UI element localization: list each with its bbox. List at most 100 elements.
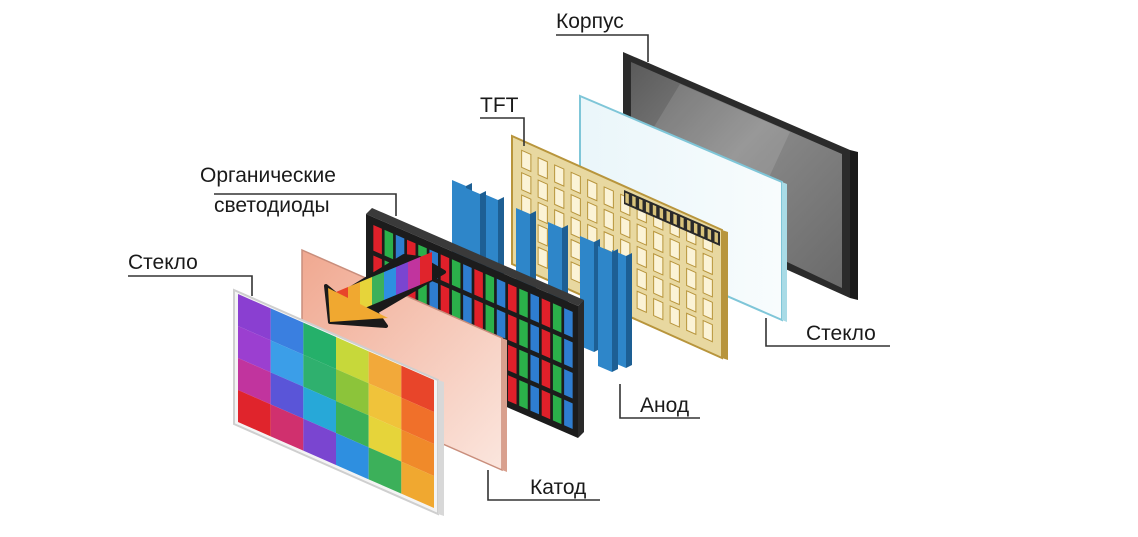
- front-color-grid: [238, 294, 434, 508]
- tft-driver-pin: [673, 213, 677, 225]
- tft-cell: [636, 290, 647, 314]
- oled-subpixel: [496, 278, 506, 309]
- label-glass-back: Стекло: [806, 322, 876, 345]
- oled-box-side: [578, 300, 584, 438]
- oled-subpixel: [519, 349, 528, 379]
- tft-cell: [537, 179, 548, 202]
- arrow-segment: [396, 262, 408, 295]
- tft-cell: [669, 237, 680, 261]
- oled-subpixel: [429, 279, 438, 310]
- front-pixel: [303, 322, 336, 369]
- oled-subpixel: [552, 364, 562, 394]
- tft-cell: [554, 164, 565, 187]
- front-pixel: [368, 351, 402, 398]
- tft-driver-pin: [687, 219, 691, 231]
- front-pixel: [368, 415, 402, 462]
- tft-cell: [587, 201, 598, 224]
- tft-cell: [620, 215, 631, 239]
- label-korpus: Корпус: [556, 10, 624, 33]
- front-pixel: [238, 294, 271, 341]
- oled-subpixel: [530, 293, 539, 323]
- front-pixel: [336, 401, 369, 448]
- label-cathode: Катод: [530, 476, 586, 499]
- tft-cell: [587, 178, 598, 202]
- tft-cell: [537, 224, 548, 247]
- arrow-segment: [384, 267, 396, 300]
- oled-subpixel: [508, 314, 517, 344]
- oled-subpixel: [519, 319, 528, 349]
- label-anode: Анод: [640, 394, 689, 417]
- tft-board-edge: [722, 230, 728, 360]
- tft-cell: [702, 319, 713, 343]
- tft-driver-pin: [659, 207, 664, 219]
- front-pixel: [401, 461, 434, 508]
- tft-cell: [570, 193, 581, 217]
- front-pixel: [270, 372, 304, 419]
- oled-subpixel: [552, 333, 562, 364]
- tft-driver-pin: [632, 195, 636, 207]
- oled-box-top: [366, 208, 584, 306]
- tft-cell: [669, 282, 680, 306]
- anode-strip: [598, 246, 612, 372]
- oled-subpixel: [451, 259, 461, 289]
- front-pixel: [401, 397, 434, 444]
- oled-subpixel: [564, 399, 573, 429]
- arrow-segment: [372, 272, 384, 305]
- tft-cell: [669, 260, 680, 284]
- oled-subpixel: [552, 394, 562, 425]
- oled-subpixel: [564, 338, 573, 368]
- label-oled-line1: Органические: [200, 164, 336, 187]
- oled-subpixel: [440, 254, 450, 284]
- front-pixel: [336, 369, 369, 416]
- oled-subpixel: [474, 269, 483, 299]
- oled-subpixel: [530, 384, 539, 415]
- tft-cell: [521, 171, 532, 195]
- oled-subpixel: [541, 328, 551, 359]
- anode-strip-side: [626, 253, 632, 368]
- tft-cell: [653, 230, 664, 254]
- oled-subpixel: [541, 298, 551, 328]
- light-emission-arrow: [324, 252, 446, 328]
- tft-cell: [537, 156, 548, 180]
- tft-driver-pin: [707, 228, 712, 240]
- front-pixel: [270, 404, 304, 451]
- front-pixel: [401, 365, 434, 412]
- oled-subpixel: [541, 359, 551, 389]
- oled-subpixel: [474, 299, 483, 329]
- tft-cell: [521, 149, 532, 173]
- front-pixel: [336, 337, 369, 384]
- oled-subpixel: [384, 229, 394, 260]
- oled-subpixel: [519, 380, 528, 410]
- oled-subpixel: [440, 284, 450, 315]
- oled-subpixel: [485, 273, 495, 304]
- oled-subpixel: [508, 375, 517, 405]
- oled-subpixel: [508, 344, 517, 375]
- tft-driver-pin: [714, 231, 718, 243]
- leader-lines: [128, 34, 890, 501]
- tft-driver-pin: [625, 192, 629, 204]
- front-pixel: [401, 429, 434, 476]
- cathode-edge: [502, 338, 507, 472]
- oled-subpixel: [485, 304, 495, 334]
- tft-cell: [702, 297, 713, 321]
- front-pixel: [238, 358, 271, 405]
- tft-cell: [570, 238, 581, 262]
- label-oled-line2: светодиоды: [214, 194, 330, 217]
- front-pixel: [303, 418, 336, 465]
- tft-cell: [603, 208, 614, 232]
- oled-subpixel: [530, 354, 539, 384]
- tft-driver-pin: [639, 198, 643, 210]
- tft-cell: [570, 261, 581, 284]
- front-pixel: [238, 326, 271, 373]
- leader-oled: [214, 193, 397, 216]
- oled-subpixel: [519, 288, 528, 318]
- tft-cell: [636, 245, 647, 269]
- arrow-head: [328, 288, 388, 322]
- tft-cell: [686, 290, 697, 313]
- front-pixel: [303, 354, 336, 401]
- oled-subpixel: [564, 369, 573, 399]
- oled-subpixel: [463, 294, 472, 324]
- leader-anode: [619, 384, 700, 419]
- tft-driver-pin: [700, 225, 705, 237]
